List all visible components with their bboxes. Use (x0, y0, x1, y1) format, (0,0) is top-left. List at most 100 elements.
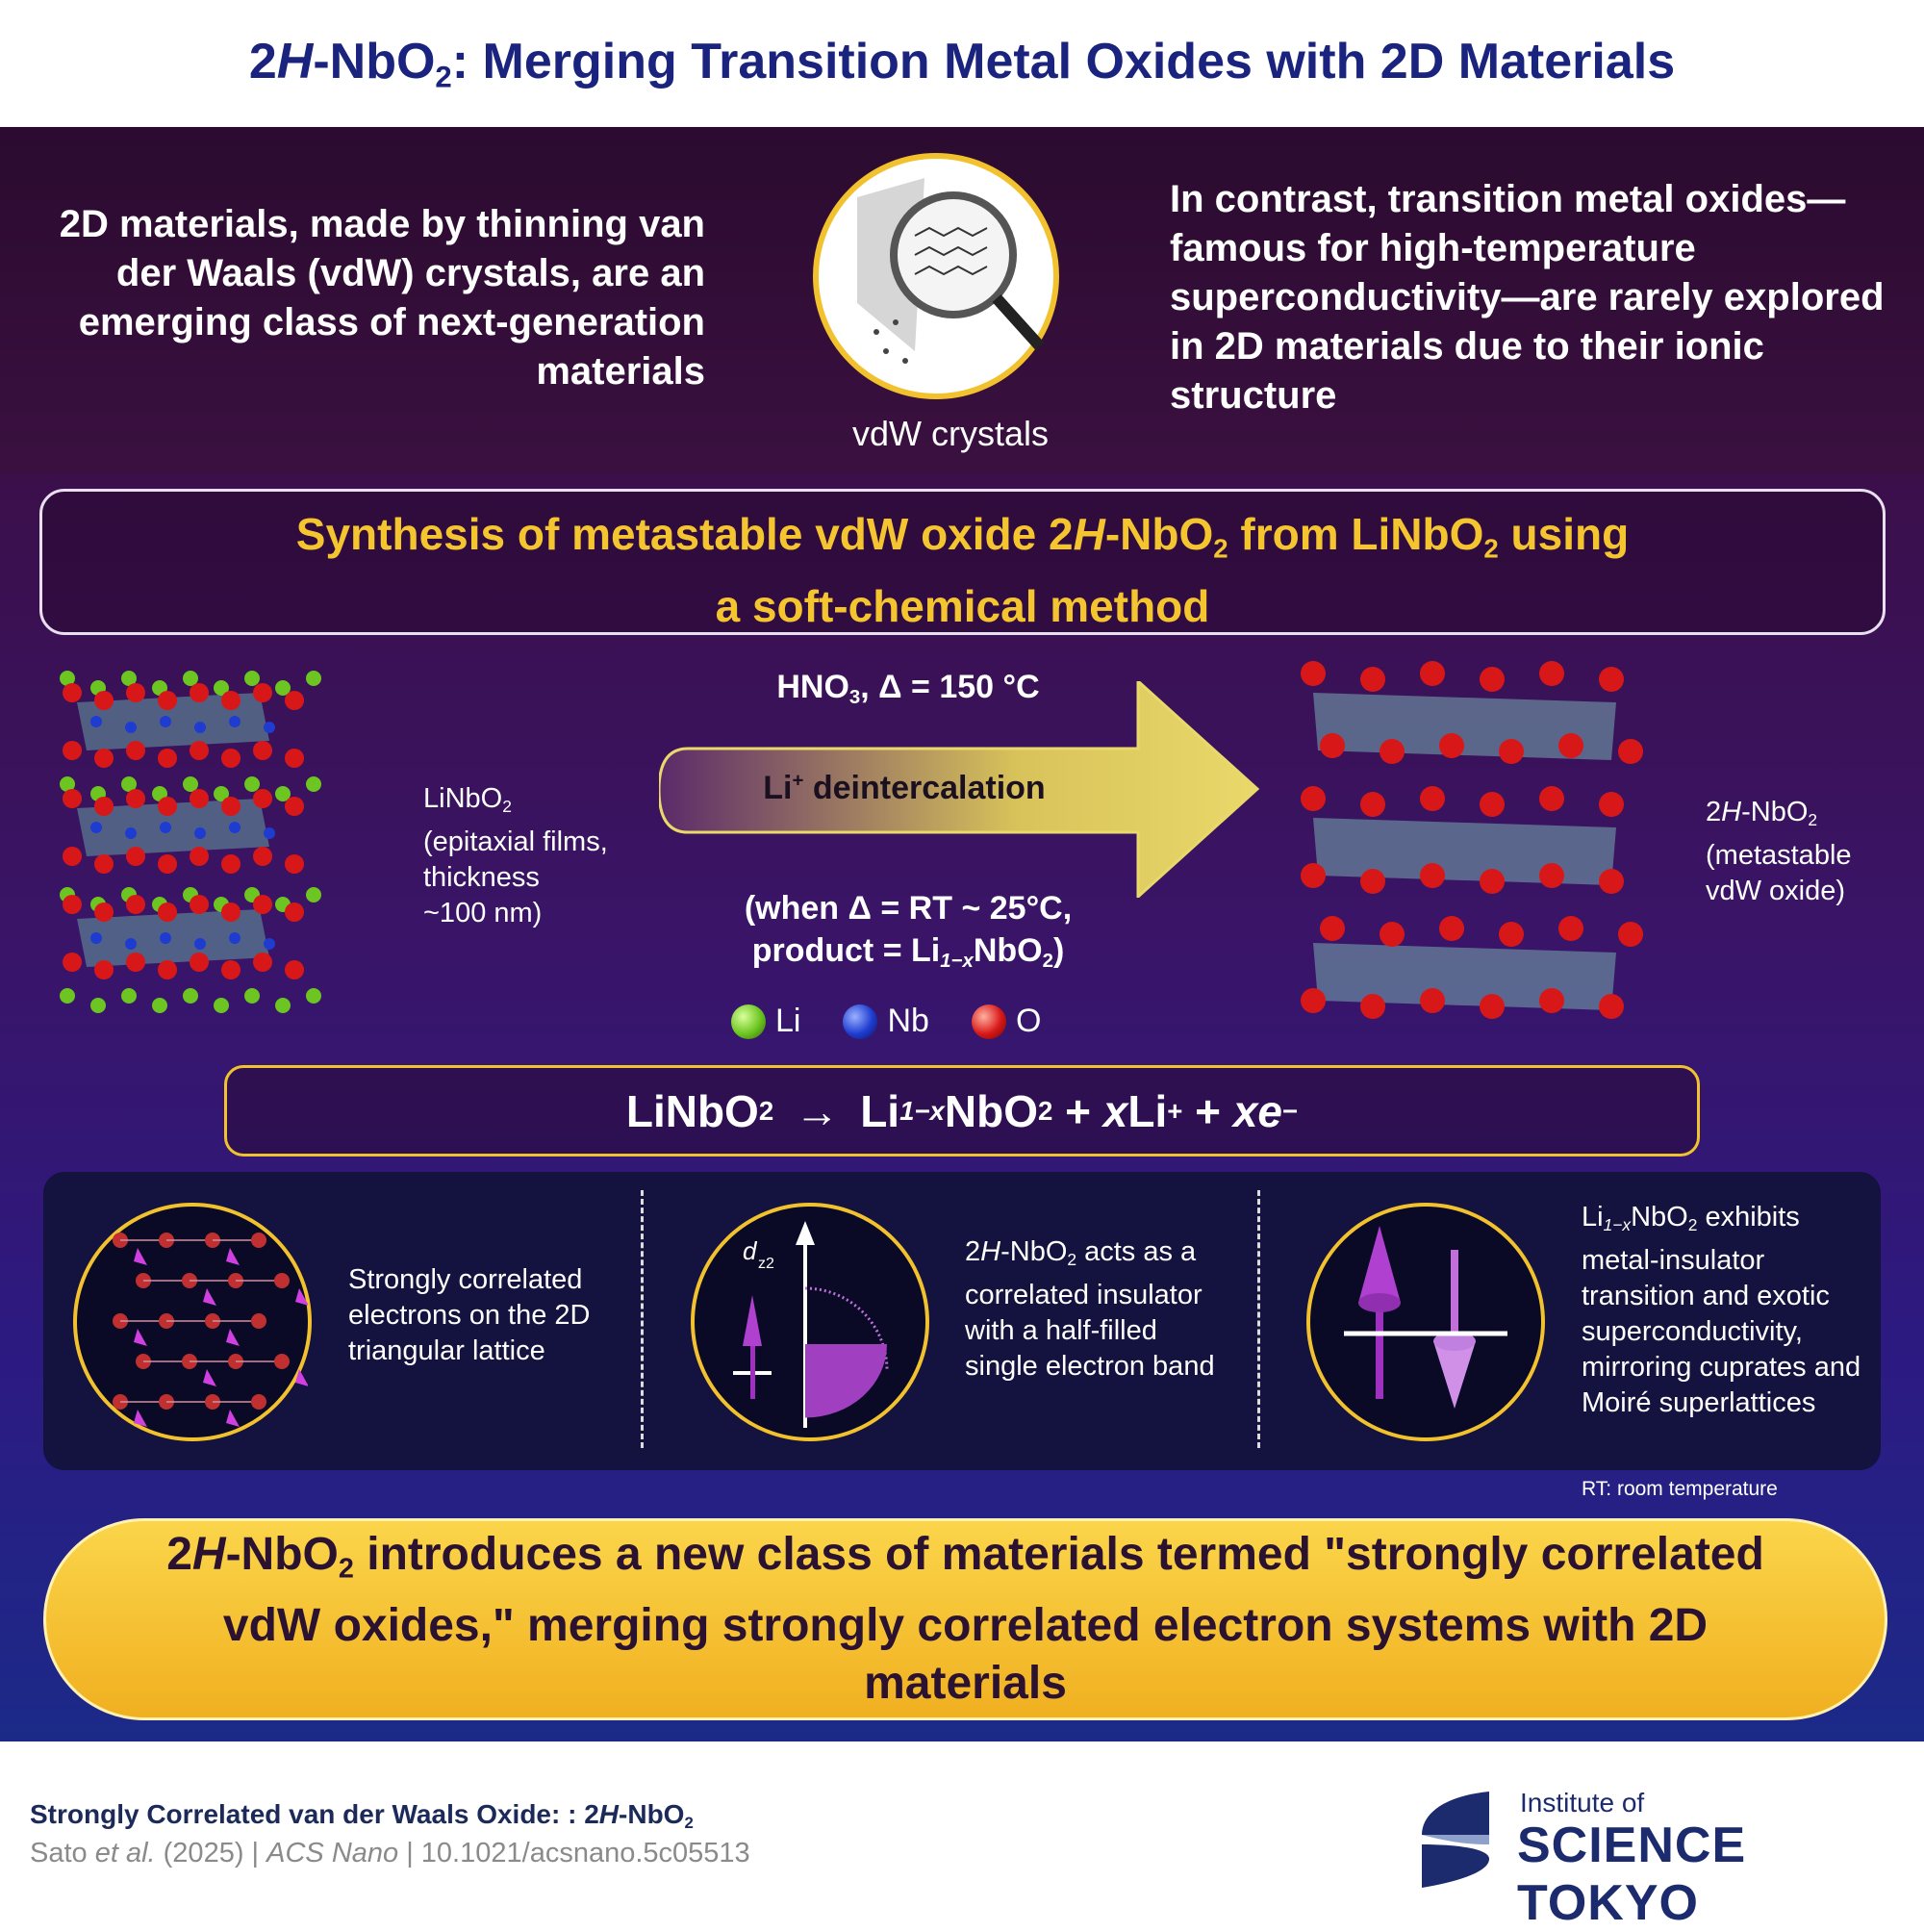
spin-arrow (295, 1288, 309, 1306)
o-atom (1480, 869, 1505, 894)
vdw-crystal-image (813, 153, 1059, 399)
nb-atom (160, 932, 171, 944)
o-atom (1360, 869, 1385, 894)
nb-atom (125, 938, 137, 950)
o-atom-icon (971, 1004, 1006, 1039)
li-atom (275, 786, 291, 801)
li-atom (275, 998, 291, 1013)
nbo2-crystal (1301, 661, 1643, 1019)
o-atom (158, 902, 177, 922)
li-atom (121, 988, 137, 1004)
li-atom (306, 671, 321, 686)
li-atom (244, 776, 260, 792)
spin-pair-icon (1306, 1203, 1545, 1441)
legend-nb: Nb (843, 1003, 929, 1040)
spin-graphic (1344, 1226, 1507, 1409)
o-atom (253, 895, 272, 914)
o-atom (1539, 863, 1564, 888)
nb-atom (160, 716, 171, 727)
o-atom (63, 895, 82, 914)
nb-atom (125, 827, 137, 839)
o-atom (126, 847, 145, 866)
lattice-atom (251, 1233, 266, 1248)
o-atom (126, 683, 145, 702)
logo-text-small: Institute of (1520, 1788, 1645, 1818)
half-filled-band-graphic: d z2 (733, 1221, 889, 1428)
divider (1257, 1190, 1260, 1448)
o-atom (190, 789, 209, 808)
nb-atom (194, 827, 206, 839)
o-atom (221, 960, 240, 979)
o-atom (221, 902, 240, 922)
o-atom (285, 797, 304, 816)
o-atom (1558, 733, 1583, 758)
o-atom (94, 797, 114, 816)
spin-arrow (226, 1410, 240, 1427)
o-atom (94, 960, 114, 979)
o-atom (158, 797, 177, 816)
o-atom (1301, 988, 1326, 1013)
o-atom (1480, 667, 1505, 692)
o-atom (1558, 916, 1583, 941)
li-atom (90, 998, 106, 1013)
o-atom (1439, 733, 1464, 758)
o-atom (285, 854, 304, 874)
lattice-atom (251, 1394, 266, 1410)
spin-arrow (295, 1369, 309, 1386)
nb-atom (90, 822, 102, 833)
atom-legend: Li Nb O (731, 1003, 1041, 1040)
o-atom (1539, 786, 1564, 811)
o-atom (1360, 667, 1385, 692)
o-atom (190, 741, 209, 760)
nb-atom-icon (843, 1004, 878, 1039)
o-atom (221, 749, 240, 768)
lattice-graphic (113, 1233, 309, 1427)
o-atom (253, 683, 272, 702)
citation[interactable]: Sato et al. (2025) | ACS Nano | 10.1021/… (30, 1838, 750, 1868)
o-atom (94, 902, 114, 922)
o-atom (285, 749, 304, 768)
reaction-condition: HNO3, Δ = 150 °C (776, 669, 1040, 709)
o-atom (1360, 994, 1385, 1019)
li-atom (152, 998, 167, 1013)
li-atom (121, 671, 137, 686)
o-atom (94, 691, 114, 710)
nb-atom (229, 716, 240, 727)
triangular-lattice-icon (73, 1203, 312, 1441)
panel-item-2-text: 2H-NbO2 acts as a correlated insulator w… (965, 1236, 1215, 1383)
intro-right-text: In contrast, transition metal oxides—fam… (1170, 178, 1885, 417)
page-title: 2H-NbO2: Merging Transition Metal Oxides… (248, 33, 1676, 94)
o-atom (1618, 739, 1643, 764)
o-atom (158, 854, 177, 874)
li-atom (275, 680, 291, 696)
o-atom (1301, 661, 1326, 686)
o-atom (1420, 863, 1445, 888)
o-atom (1599, 994, 1624, 1019)
arrow-label: Li+ deintercalation (763, 770, 1046, 806)
o-atom (1618, 922, 1643, 947)
o-atom (1380, 922, 1405, 947)
o-atom (1420, 988, 1445, 1013)
o-atom (190, 847, 209, 866)
reaction-arrow (659, 681, 1260, 898)
lattice-atom (251, 1313, 266, 1329)
o-atom (253, 741, 272, 760)
li-atom (306, 988, 321, 1004)
o-atom (1301, 863, 1326, 888)
linbo2-crystal (60, 671, 321, 1013)
o-atom (1360, 792, 1385, 817)
o-atom (1480, 792, 1505, 817)
spin-arrow (226, 1248, 240, 1265)
o-atom (63, 683, 82, 702)
li-atom (306, 887, 321, 902)
o-atom (1599, 869, 1624, 894)
o-atom (1599, 667, 1624, 692)
o-atom (285, 902, 304, 922)
o-atom (126, 953, 145, 972)
o-atom (1439, 916, 1464, 941)
o-atom (63, 741, 82, 760)
li-atom (60, 671, 75, 686)
octahedral-layer (77, 909, 269, 967)
o-atom (285, 960, 304, 979)
o-atom (1480, 994, 1505, 1019)
